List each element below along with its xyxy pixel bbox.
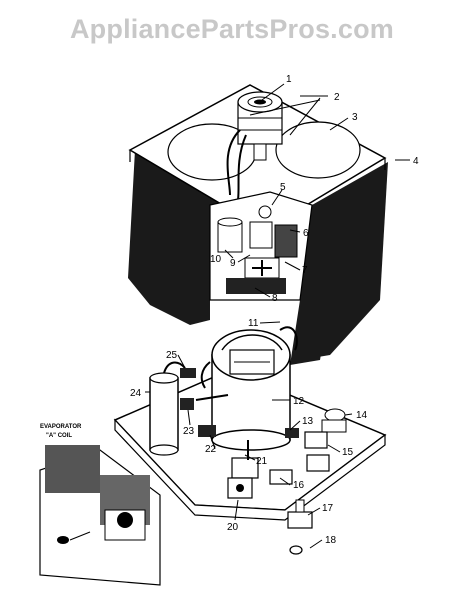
- accumulator: [149, 361, 186, 456]
- callout-6: 6: [303, 228, 309, 239]
- callout-17: 17: [322, 503, 334, 514]
- watermark-text: AppliancePartsPros.com: [69, 14, 394, 44]
- callout-25: 25: [166, 350, 178, 361]
- callout-23: 23: [183, 426, 195, 437]
- condenser-coil: [128, 150, 388, 365]
- callout-7: 7: [302, 265, 308, 276]
- callout-2: 2: [334, 92, 340, 103]
- fan-motor: [226, 91, 283, 201]
- callout-14: 14: [356, 410, 368, 421]
- control-box: [209, 191, 313, 301]
- inset-label-a-coil: "A" COIL: [46, 433, 72, 439]
- callout-5: 5: [280, 182, 286, 193]
- callout-15: 15: [342, 447, 354, 458]
- compressor: [200, 329, 291, 451]
- fittings: [180, 326, 347, 555]
- evaporator-inset: EVAPORATOR "A" COIL: [39, 424, 161, 586]
- callout-13: 13: [302, 416, 314, 427]
- callout-20: 20: [227, 522, 239, 533]
- leader-lines: [145, 83, 410, 549]
- callout-18: 18: [325, 535, 337, 546]
- callout-3: 3: [352, 112, 358, 123]
- callout-12: 12: [293, 396, 305, 407]
- inset-label-evaporator: EVAPORATOR: [40, 424, 82, 430]
- callout-4: 4: [413, 156, 419, 167]
- callout-21: 21: [256, 456, 268, 467]
- callout-9: 9: [230, 258, 236, 269]
- callout-1: 1: [286, 74, 292, 85]
- callout-10: 10: [210, 254, 222, 265]
- callout-11: 11: [248, 318, 259, 329]
- callout-22: 22: [205, 444, 217, 455]
- callouts: 1 2 3 4 5 6 7 8 9 10 11 12 13 14 15 16 1…: [130, 74, 419, 546]
- callout-24: 24: [130, 388, 142, 399]
- callout-8: 8: [272, 293, 278, 304]
- callout-16: 16: [293, 480, 305, 491]
